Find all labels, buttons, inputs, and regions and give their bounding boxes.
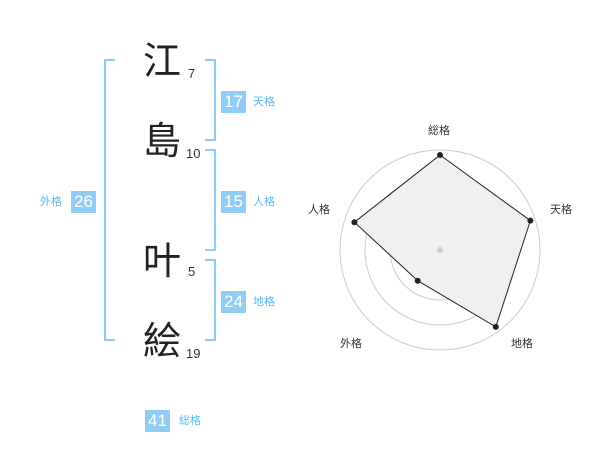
radar-point-4 (414, 277, 421, 284)
gaikaku-badge: 26 (71, 191, 96, 213)
soukaku-label: 総格 (179, 414, 201, 427)
tenkaku-label: 天格 (253, 95, 275, 108)
radar-points (351, 152, 534, 330)
name-char-2: 島 (142, 119, 181, 163)
stroke-count-4: 19 (186, 346, 201, 361)
stroke-count-1: 7 (188, 66, 196, 81)
name-char-3: 叶 (142, 239, 181, 283)
radar-axis-jinkaku: 人格 (308, 203, 330, 216)
radar-center (437, 247, 443, 253)
stroke-count-3: 5 (188, 264, 196, 279)
radar-axis-tenkaku: 天格 (550, 203, 572, 216)
radar-point-3 (492, 323, 499, 330)
radar-axis-chikaku: 地格 (511, 337, 533, 350)
soukaku-badge: 41 (145, 410, 170, 432)
stroke-count-2: 10 (186, 146, 201, 161)
radar-axis-gaikaku: 外格 (340, 337, 362, 350)
jinkaku-label: 人格 (253, 195, 275, 208)
radar-point-2 (527, 217, 534, 224)
radar-point-5 (351, 219, 358, 226)
radar-axis-soukaku: 総格 (428, 124, 450, 137)
chikaku-badge: 24 (221, 291, 246, 313)
name-char-4: 絵 (142, 319, 181, 363)
name-char-1: 江 (142, 39, 181, 83)
radar-ring (339, 149, 541, 351)
radar-area (353, 154, 531, 328)
tenkaku-badge: 17 (221, 91, 246, 113)
gaikaku-label: 外格 (40, 195, 62, 208)
chikaku-label: 地格 (253, 295, 275, 308)
jinkaku-badge: 15 (221, 191, 246, 213)
radar-point-1 (437, 152, 443, 158)
